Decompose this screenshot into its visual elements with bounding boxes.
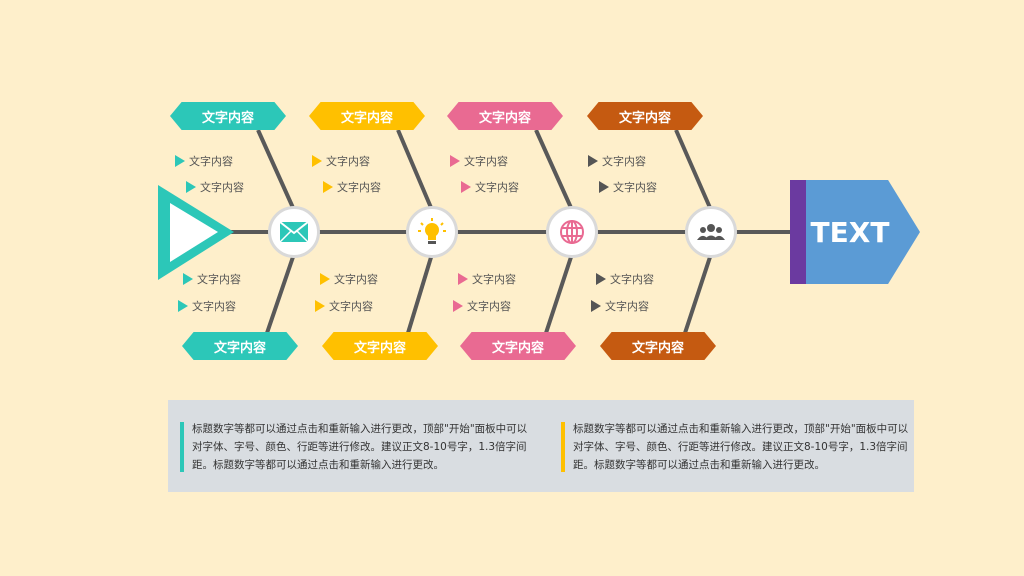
list-item: 文字内容 (178, 298, 236, 314)
bone-2-bottom (406, 253, 434, 334)
users-icon (697, 224, 725, 240)
fish-tail-inner (170, 203, 218, 262)
branch-3-node (546, 206, 598, 258)
list-item: 文字内容 (315, 298, 373, 314)
branch-3-bottom-label: 文字内容 (460, 332, 576, 360)
notes-panel: 标题数字等都可以通过点击和重新输入进行更改，顶部"开始"面板中可以对字体、字号、… (168, 400, 914, 492)
branch-1-node (268, 206, 320, 258)
bone-1-top (256, 129, 296, 211)
branch-4-node (685, 206, 737, 258)
list-item: 文字内容 (183, 271, 241, 287)
bone-4-bottom (683, 253, 713, 334)
lightbulb-icon (418, 218, 446, 244)
list-item: 文字内容 (186, 179, 244, 195)
fish-head: TEXT (790, 180, 920, 284)
list-item: 文字内容 (461, 179, 519, 195)
bone-4-top (674, 129, 713, 211)
branch-1-top-label: 文字内容 (170, 102, 286, 130)
list-item: 文字内容 (450, 153, 508, 169)
note-accent (180, 422, 184, 472)
branch-3-top-label: 文字内容 (447, 102, 563, 130)
list-item: 文字内容 (175, 153, 233, 169)
list-item: 文字内容 (453, 298, 511, 314)
list-item: 文字内容 (312, 153, 370, 169)
branch-1-bottom-label: 文字内容 (182, 332, 298, 360)
list-item: 文字内容 (599, 179, 657, 195)
bone-1-bottom (265, 253, 296, 334)
bone-3-bottom (544, 253, 574, 334)
note-accent (561, 422, 565, 472)
branch-2-node (406, 206, 458, 258)
list-item: 文字内容 (320, 271, 378, 287)
list-item: 文字内容 (588, 153, 646, 169)
note-left: 标题数字等都可以通过点击和重新输入进行更改，顶部"开始"面板中可以对字体、字号、… (180, 420, 532, 474)
note-text: 标题数字等都可以通过点击和重新输入进行更改，顶部"开始"面板中可以对字体、字号、… (573, 423, 909, 471)
branch-2-top-label: 文字内容 (309, 102, 425, 130)
globe-icon (560, 220, 584, 244)
branch-4-top-label: 文字内容 (587, 102, 703, 130)
list-item: 文字内容 (458, 271, 516, 287)
envelope-icon (279, 221, 309, 243)
list-item: 文字内容 (323, 179, 381, 195)
bone-3-top (534, 129, 574, 211)
branch-2-bottom-label: 文字内容 (322, 332, 438, 360)
list-item: 文字内容 (591, 298, 649, 314)
list-item: 文字内容 (596, 271, 654, 287)
note-text: 标题数字等都可以通过点击和重新输入进行更改，顶部"开始"面板中可以对字体、字号、… (192, 423, 528, 471)
fish-head-label: TEXT (810, 215, 890, 249)
fish-head-bar (790, 180, 806, 284)
bone-2-top (396, 129, 434, 211)
branch-4-bottom-label: 文字内容 (600, 332, 716, 360)
note-right: 标题数字等都可以通过点击和重新输入进行更改，顶部"开始"面板中可以对字体、字号、… (561, 420, 913, 474)
